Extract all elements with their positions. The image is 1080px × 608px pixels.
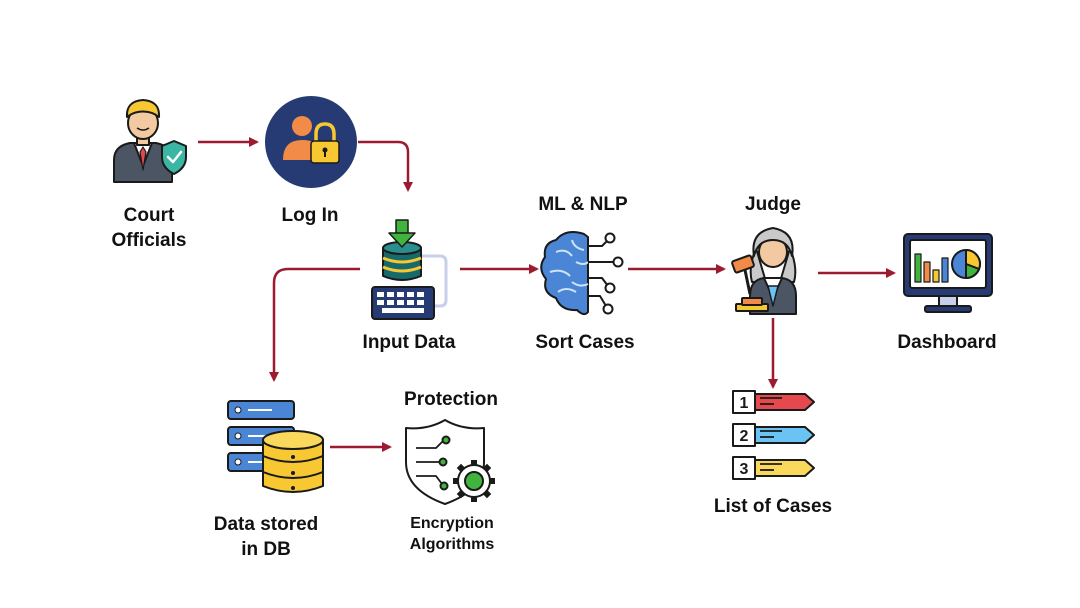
label-input-data: Input Data xyxy=(362,332,456,353)
brain-network-icon xyxy=(540,231,624,316)
user-lock-icon xyxy=(265,96,357,188)
list-row-2: 2 xyxy=(732,423,815,447)
arrow-login-to-input xyxy=(358,140,413,192)
label-ml-nlp: ML & NLP xyxy=(538,194,628,215)
officer-with-shield-icon xyxy=(113,99,187,183)
label-log-in: Log In xyxy=(281,205,339,226)
label-judge: Judge xyxy=(745,194,801,215)
list-number-2: 2 xyxy=(740,428,749,445)
shield-gear-icon xyxy=(405,419,495,505)
numbered-list-icon: 1 2 3 xyxy=(732,390,815,480)
connectors xyxy=(198,137,896,452)
label-data-stored: Data stored in DB xyxy=(191,513,341,562)
label-court-officials: Court Officials xyxy=(89,204,209,253)
list-number-1: 1 xyxy=(740,395,749,412)
server-database-icon xyxy=(227,400,324,493)
label-dashboard: Dashboard xyxy=(897,332,997,353)
label-data-stored-line1: Data stored xyxy=(213,514,319,535)
arrow-input-to-database xyxy=(269,267,360,382)
judge-gavel-icon xyxy=(731,227,797,315)
list-row-3: 3 xyxy=(732,456,815,480)
label-data-stored-line2: in DB xyxy=(241,538,291,560)
list-row-1: 1 xyxy=(732,390,815,414)
label-list-of-cases: List of Cases xyxy=(713,496,833,517)
label-sort-cases: Sort Cases xyxy=(535,332,635,353)
label-encryption-line2: Algorithms xyxy=(409,535,495,553)
label-court-officials-line2: Officials xyxy=(111,229,187,251)
label-court-officials-line1: Court xyxy=(123,205,175,226)
label-encryption-line1: Encryption xyxy=(410,515,494,532)
monitor-chart-icon xyxy=(903,233,993,313)
database-keyboard-icon xyxy=(371,219,448,320)
label-protection: Protection xyxy=(404,389,498,410)
list-number-3: 3 xyxy=(740,461,749,478)
label-encryption-algorithms: Encryption Algorithms xyxy=(382,514,522,556)
